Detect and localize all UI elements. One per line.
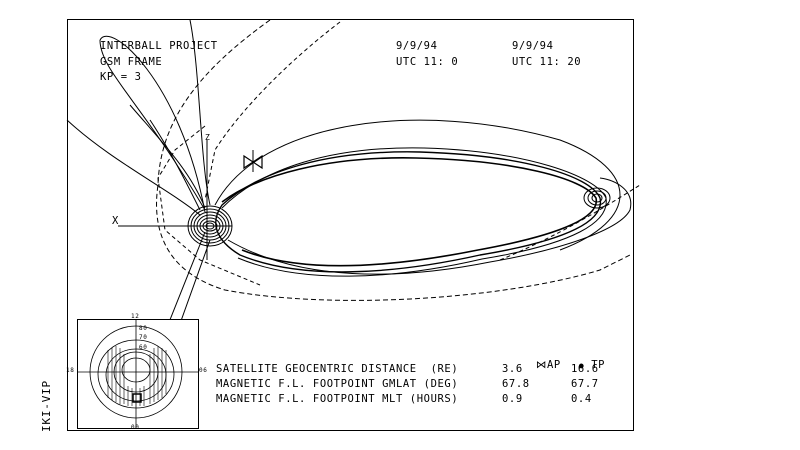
ap-marker	[243, 154, 263, 170]
date-2: 9/9/94	[512, 40, 554, 52]
bowtie-icon: ⋈	[535, 359, 547, 371]
col-ap-header: ⋈AP	[535, 359, 561, 371]
polar-plot	[78, 320, 198, 428]
iki-vip-label: IKI-VIP	[40, 380, 53, 432]
row-gmlat-label: MAGNETIC F.L. FOOTPOINT GMLAT (DEG)	[216, 378, 459, 390]
dashed-line-tail	[499, 184, 641, 261]
field-line-upper-long	[214, 119, 621, 251]
field-line-2	[99, 35, 206, 213]
tail-loop-3	[221, 157, 598, 267]
utc-2: UTC 11: 20	[512, 56, 582, 68]
field-line-4	[149, 119, 201, 211]
frame-label: GSM FRAME	[100, 56, 163, 68]
kp-label: KP = 3	[100, 71, 142, 83]
row-mlt-ap: 0.9	[502, 393, 523, 405]
date-1: 9/9/94	[396, 40, 438, 52]
field-line-6	[66, 119, 201, 216]
magnetopause-dashed	[156, 19, 631, 301]
tail-loop-1	[215, 151, 602, 273]
field-line-3	[129, 104, 206, 209]
col-tp-header: ● TP	[578, 359, 606, 371]
dashed-line-upper	[204, 21, 341, 201]
z-axis-label: Z	[205, 133, 211, 142]
inset-top-label: 12	[131, 313, 140, 320]
row-mlt-tp: 0.4	[571, 393, 592, 405]
footpoint-marker	[132, 393, 142, 403]
ring-label-70: 70	[139, 334, 148, 341]
row-distance-tp: 16.6	[571, 363, 599, 375]
tail-loop-2	[221, 147, 607, 277]
ring-label-80: 80	[139, 325, 148, 332]
inset-left-label: 18	[66, 367, 75, 374]
auroral-oval-hatch	[107, 346, 167, 406]
tail-loop-4	[227, 177, 632, 275]
polar-inset: 12 18 06 00 80 70 60	[66, 313, 207, 431]
row-gmlat-ap: 67.8	[502, 378, 530, 390]
ring-label-60: 60	[139, 344, 148, 351]
row-distance-label: SATELLITE GEOCENTRIC DISTANCE (RE)	[216, 363, 459, 375]
field-line-1	[99, 39, 206, 211]
row-mlt-label: MAGNETIC F.L. FOOTPOINT MLT (HOURS)	[216, 393, 459, 405]
circle-icon: ●	[578, 361, 585, 370]
plot-frame	[67, 19, 634, 431]
row-gmlat-tp: 67.7	[571, 378, 599, 390]
inset-bottom-label: 00	[131, 424, 140, 431]
x-axis-label: X	[112, 215, 119, 227]
inset-right-label: 06	[199, 367, 208, 374]
utc-1: UTC 11: 0	[396, 56, 459, 68]
tp-rings	[583, 187, 611, 209]
project-label: INTERBALL PROJECT	[100, 40, 218, 52]
row-distance-ap: 3.6	[502, 363, 523, 375]
